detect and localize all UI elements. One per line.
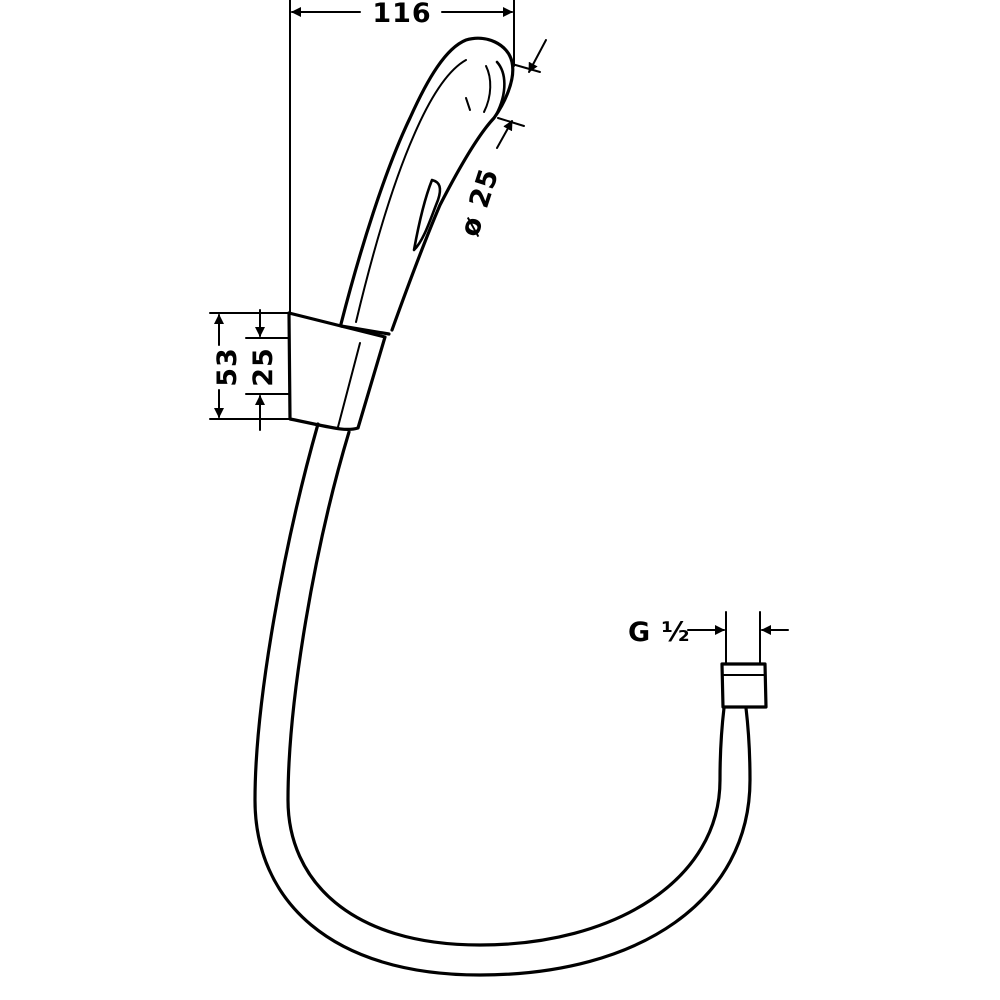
hose-outer: [253, 422, 752, 977]
dimension-label-width: 116: [372, 0, 431, 29]
diameter-arrow-top: [528, 39, 547, 73]
hose: [253, 422, 752, 977]
contour-tick: [465, 97, 471, 111]
hand-shower-contour: [355, 59, 467, 323]
connector-nut: [720, 611, 768, 709]
dimension-label-25: 25: [248, 347, 279, 387]
dimension-spray-diameter: ø 25: [454, 39, 547, 241]
dimension-label-spray-diameter: ø 25: [454, 165, 505, 241]
nut-outline: [720, 662, 768, 709]
spray-face-rim: [483, 65, 492, 113]
hand-shower-outline: [339, 36, 515, 332]
wall-holder: [287, 311, 391, 431]
spray-face: [494, 60, 506, 117]
hose-inner: [286, 430, 726, 947]
dimension-width: 116: [289, 0, 515, 314]
dimension-label-thread: G ½: [628, 617, 691, 648]
dimension-holder: 53 25: [209, 309, 290, 431]
trigger-lever: [412, 178, 442, 252]
hand-shower: [339, 36, 515, 332]
dimension-thread: G ½: [628, 617, 789, 648]
holder-outline: [287, 311, 387, 431]
holder-edge: [337, 342, 361, 428]
diameter-arrow-bottom: [496, 120, 513, 149]
holder-top-band: [339, 324, 391, 336]
dimension-label-53: 53: [212, 347, 243, 387]
extension-line-face-top: [511, 63, 541, 73]
